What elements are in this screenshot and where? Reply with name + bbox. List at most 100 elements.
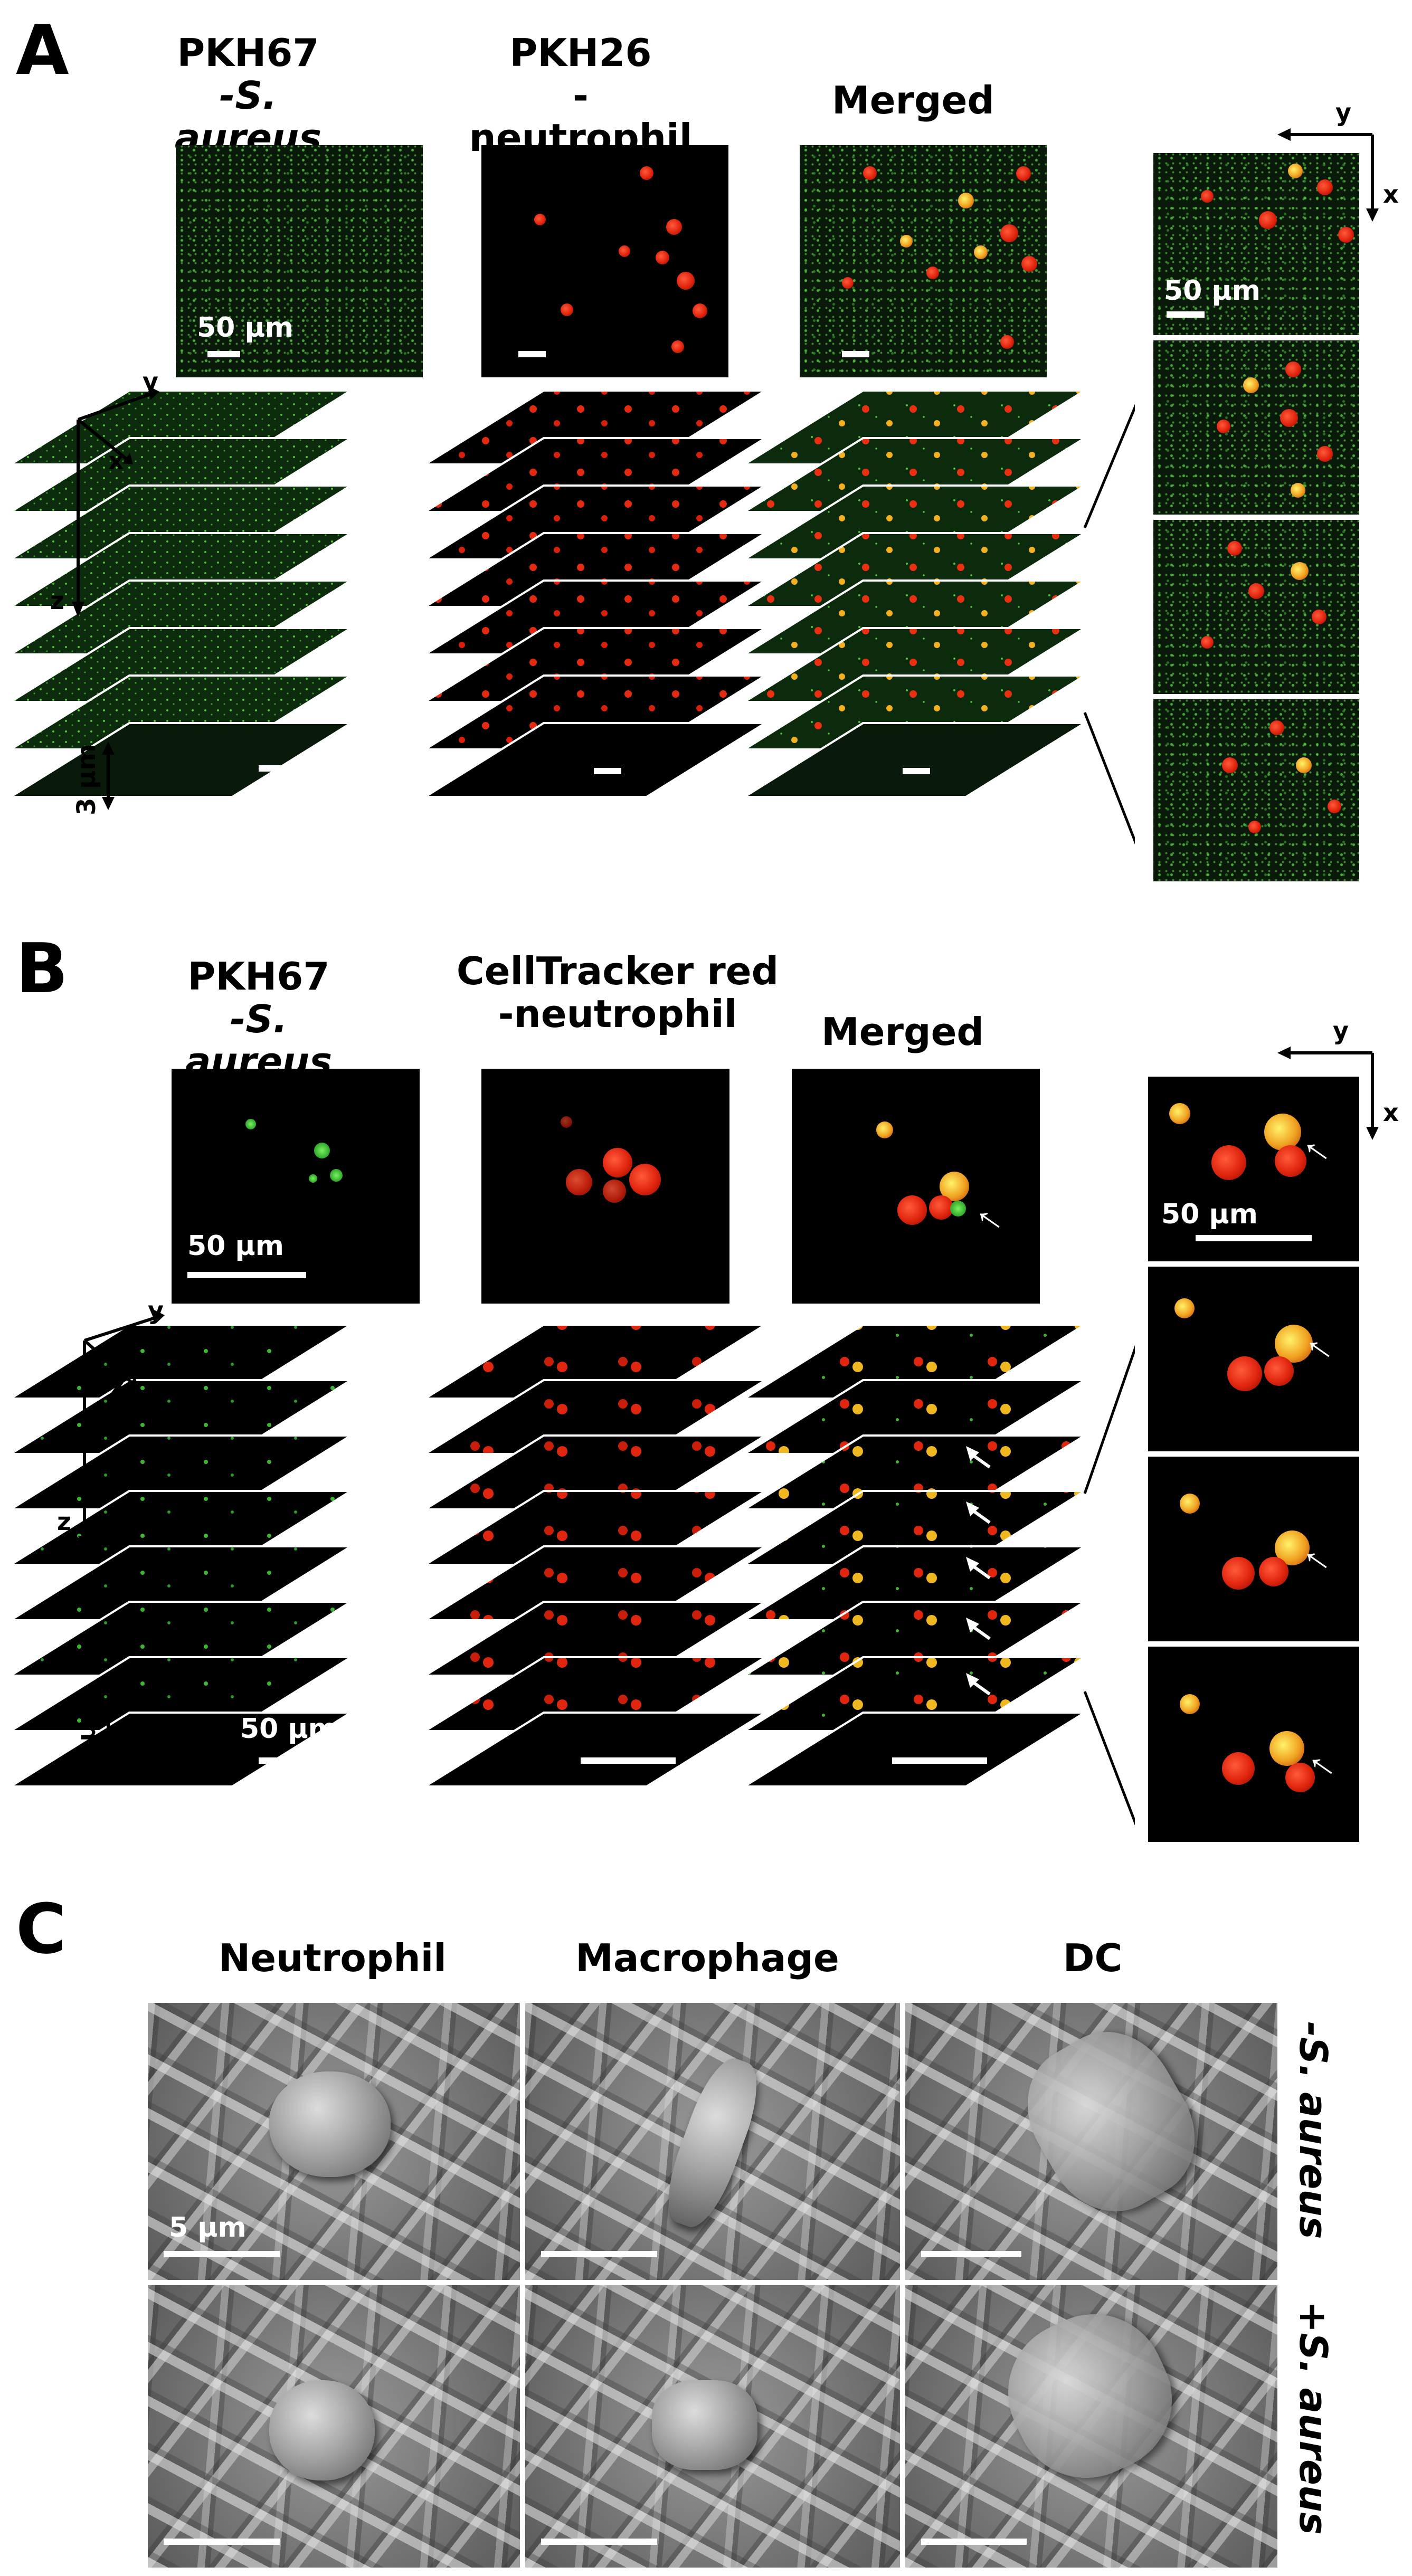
axis-z-label: z: [57, 1507, 71, 1536]
neutrophil-cell: [1269, 720, 1284, 735]
zoom-connector-lines: [1083, 404, 1135, 845]
neutrophil-cell: [1275, 1145, 1306, 1177]
neutrophil-cell: [1222, 757, 1238, 773]
scale-bar: [581, 1757, 676, 1764]
neutrophil-cell: [1222, 1752, 1255, 1785]
merged-cell: [1291, 562, 1309, 580]
axis-y-label: y: [148, 1296, 164, 1325]
merged-cell: [1291, 483, 1305, 498]
panel-a-merged-image: [800, 145, 1047, 377]
neutrophil-cell: [1259, 211, 1277, 229]
scale-bar: [164, 2539, 280, 2545]
neutrophil-cell: [1000, 224, 1018, 242]
zoom-axes-a: [1277, 128, 1379, 222]
neutrophil-cell: [677, 272, 695, 290]
scale-bar: [541, 2539, 657, 2545]
scale-bar: [921, 2251, 1021, 2257]
panel-c-col-macrophage: Macrophage: [575, 1936, 839, 1980]
merged-cell: [958, 193, 974, 208]
neutrophil-cell: [656, 251, 669, 264]
red-slices: [421, 1324, 769, 1788]
scale-bar: [892, 1757, 987, 1764]
xyz-axes: [78, 1310, 165, 1552]
green-slices: [7, 1324, 355, 1788]
sem-cell: [269, 2071, 391, 2177]
neutrophil-cell: [534, 214, 546, 225]
xyz-axes: [72, 386, 159, 617]
axis-x-label: x: [111, 1370, 127, 1399]
neutrophil-cell: [1222, 1557, 1255, 1590]
scale-label: 50 μm: [1161, 1199, 1258, 1230]
merged-cell: [1180, 1494, 1200, 1514]
neutrophil-cell: [671, 340, 684, 353]
neutrophil-cell: [1338, 227, 1354, 243]
panel-c-label: C: [16, 1889, 67, 1969]
row-label-minus: -S. aureus: [1291, 2021, 1335, 2239]
scale-bar: [903, 768, 930, 774]
sem-dc-minus: [905, 2003, 1277, 2280]
scale-bar: [259, 765, 286, 772]
panel-b-col2-title: CellTracker red -neutrophil: [438, 950, 797, 1035]
neutrophil-cell: [1328, 800, 1341, 813]
neutrophil-cell: [1317, 446, 1333, 462]
red-slices: [421, 389, 769, 798]
neutrophil-cell: [1312, 610, 1326, 624]
neutrophil-cell: [629, 1164, 661, 1195]
zoom-b-slice-2: ←: [1148, 1267, 1359, 1451]
neutrophil-cell: [1211, 1145, 1246, 1180]
col-title-line: PKH26: [509, 31, 652, 75]
neutrophil-cell: [1201, 190, 1214, 203]
neutrophil-cell: [1248, 583, 1264, 599]
scale-bar: [207, 351, 240, 357]
merged-cell: [1264, 1114, 1301, 1151]
sem-cell: [269, 2380, 375, 2480]
zoom-b-slice-1: ← 50 μm: [1148, 1077, 1359, 1261]
bacteria-cluster: [950, 1201, 966, 1216]
bacteria-cluster: [330, 1169, 343, 1182]
neutrophil-cell: [863, 166, 877, 180]
merged-cell: [974, 245, 988, 259]
step-size-label: 3 μm: [72, 744, 101, 815]
stack-scale-label: 50 μm: [235, 821, 331, 853]
neutrophil-cell: [842, 277, 854, 289]
axis-y-label: y: [143, 367, 158, 396]
step-size-label: 2 μm: [72, 1696, 101, 1768]
scale-label: 50 μm: [197, 312, 293, 344]
neutrophil-cell: [603, 1148, 632, 1177]
green-slices: [7, 389, 355, 798]
scale-bar: [187, 1272, 306, 1278]
zoom-axes-b: [1277, 1047, 1379, 1140]
scale-bar: [1167, 311, 1205, 318]
bacteria-cluster: [309, 1174, 317, 1183]
zoom-axis-y-label: y: [1333, 1016, 1349, 1045]
panel-a-red-image: [481, 145, 728, 377]
axis-z-label: z: [50, 586, 64, 615]
merged-cell: [1288, 164, 1303, 178]
neutrophil-cell: [926, 267, 939, 279]
scale-bar: [842, 351, 869, 357]
merged-cell: [900, 235, 913, 248]
col-title-line: PKH67: [177, 31, 319, 75]
neutrophil-cell: [1280, 409, 1298, 427]
neutrophil-cell: [1000, 335, 1014, 349]
col-title-line: -neutrophil: [498, 991, 737, 1036]
panel-b-green-image: 50 μm: [172, 1069, 420, 1304]
neutrophil-cell: [1259, 1557, 1288, 1586]
zoom-axis-y-label: y: [1335, 98, 1351, 127]
merged-slices: [741, 389, 1088, 798]
sem-macrophage-minus: [525, 2003, 900, 2280]
stack-scale-label: 50 μm: [240, 1713, 337, 1745]
arrow-icon: ←: [965, 1185, 1022, 1244]
panel-b-col3-title: Merged: [821, 1010, 984, 1054]
neutrophil-cell: [1285, 362, 1301, 377]
merged-cell: [1269, 1731, 1304, 1766]
neutrophil-cell: [603, 1180, 626, 1203]
scale-bar: [541, 2251, 657, 2257]
zoom-b-slice-4: ←: [1148, 1647, 1359, 1842]
merged-cell: [1296, 757, 1312, 773]
row-label-plus: +S. aureus: [1291, 2301, 1335, 2535]
merged-slices: [741, 1324, 1088, 1788]
zoom-connector-lines: [1083, 1345, 1135, 1826]
scale-label: 5 μm: [169, 2212, 247, 2244]
panel-a-col1-title: PKH67 -S. aureus: [153, 32, 343, 159]
